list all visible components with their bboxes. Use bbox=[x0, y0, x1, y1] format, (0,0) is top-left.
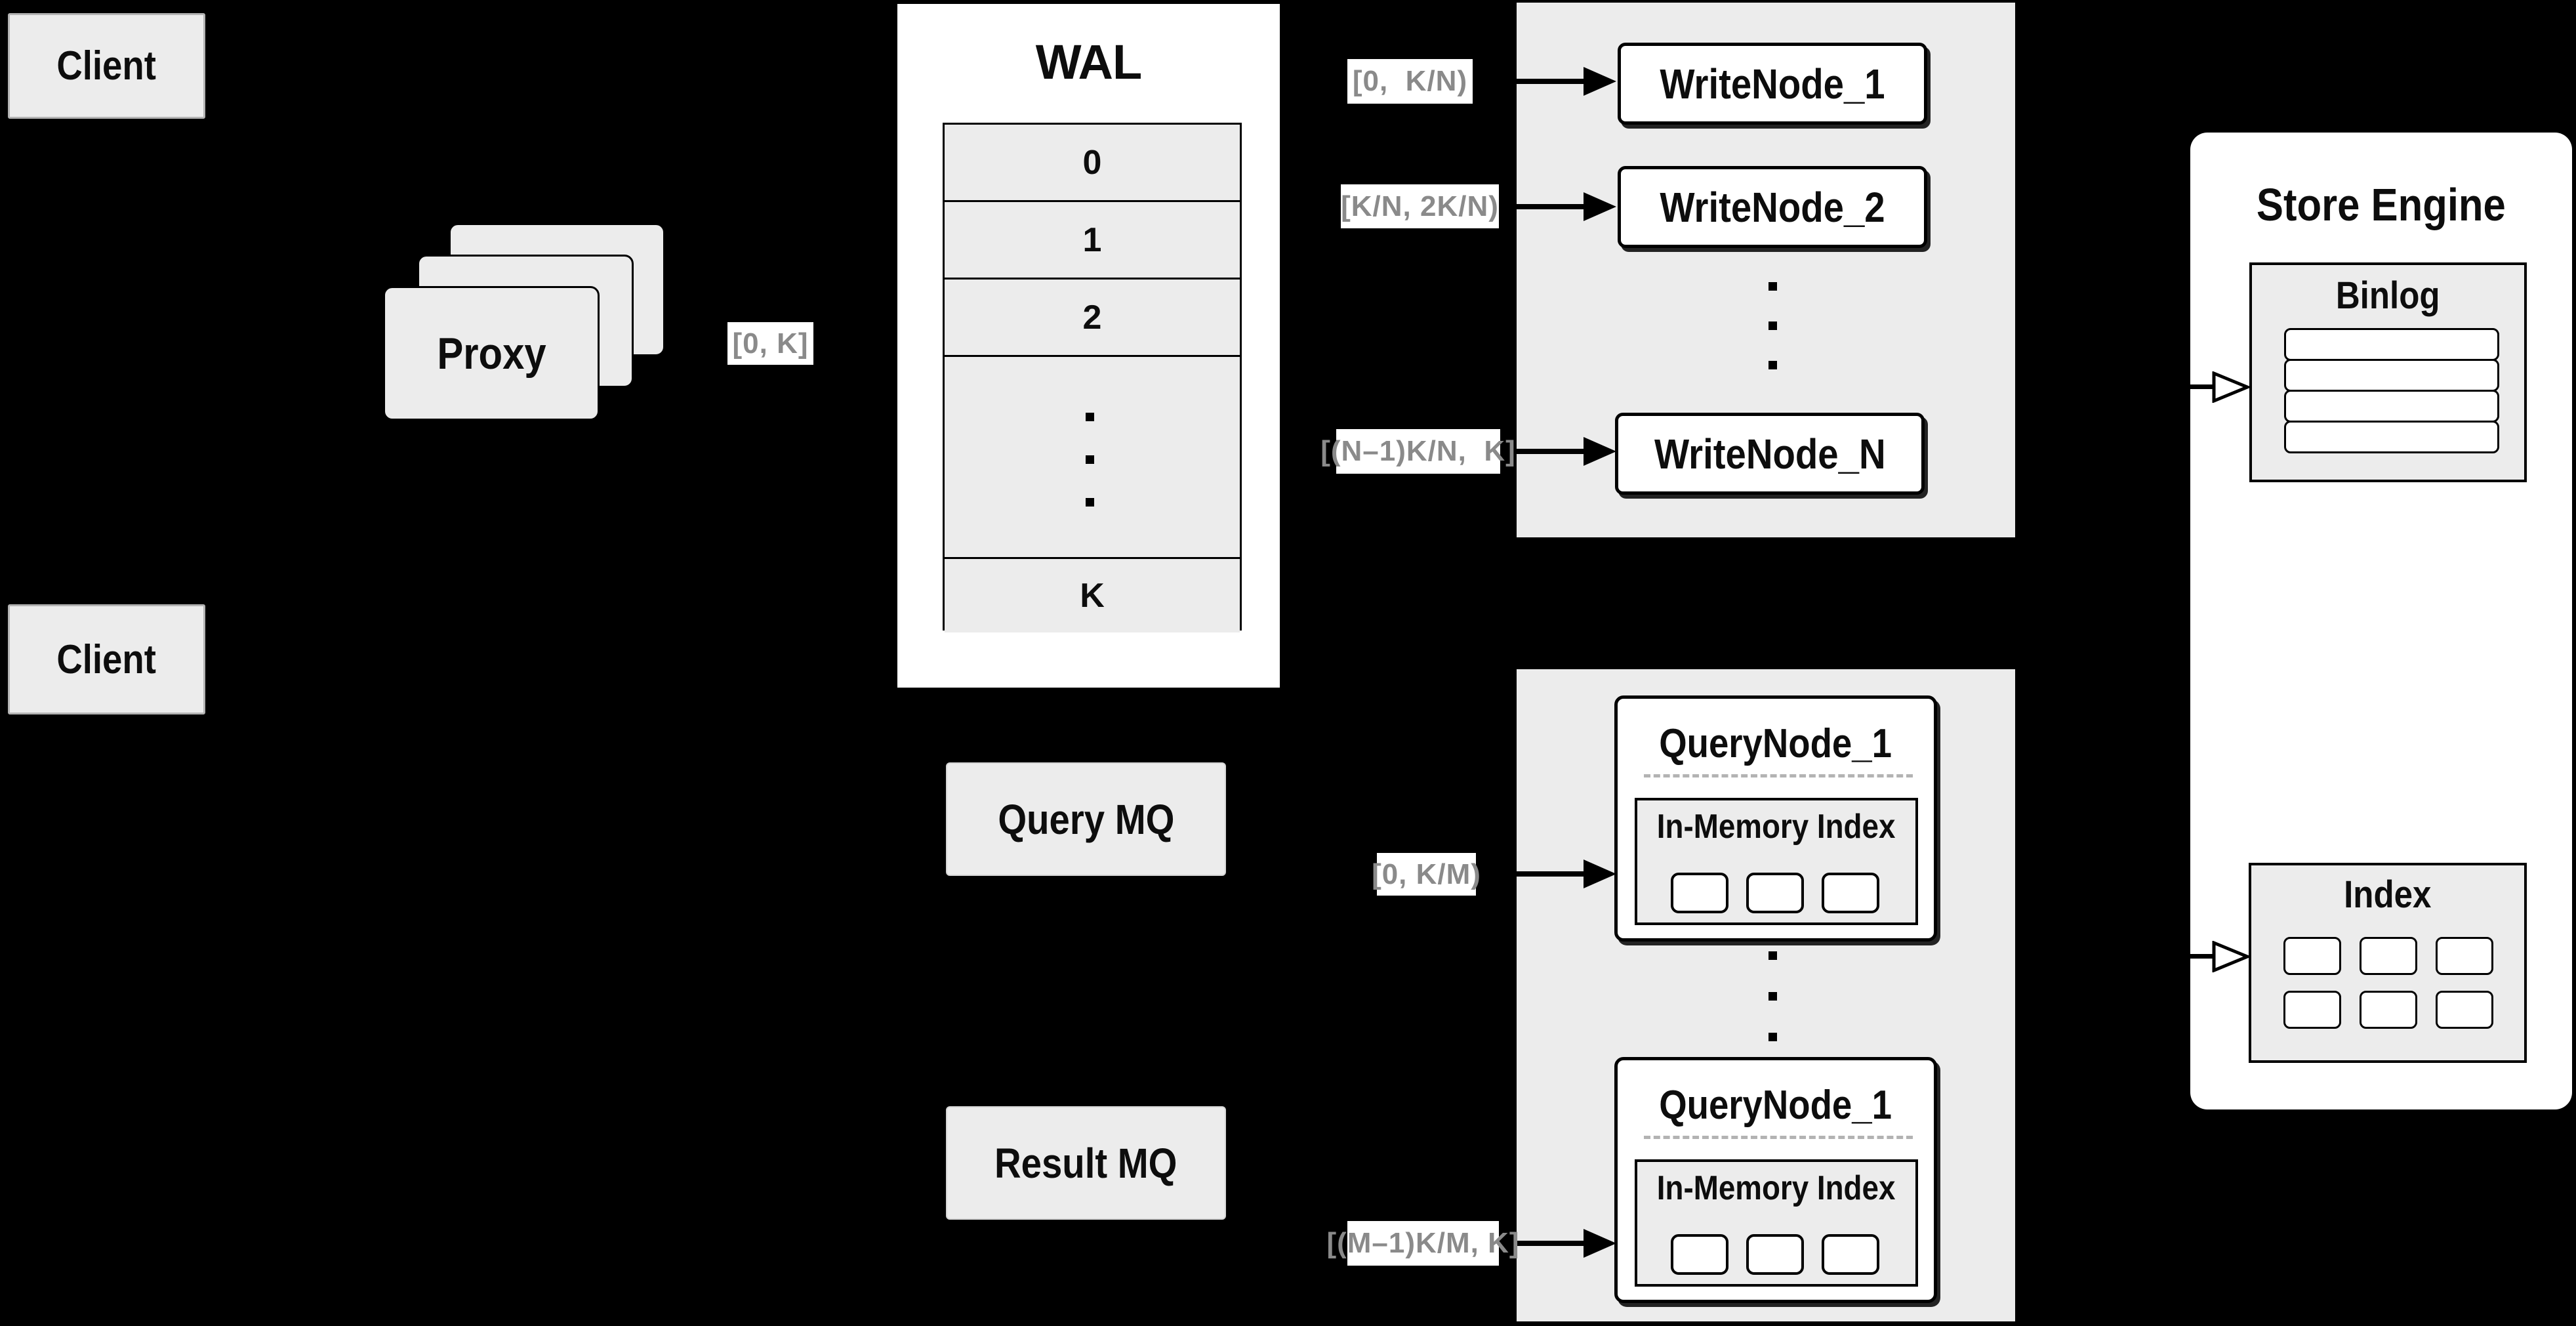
vertical-ellipsis bbox=[1768, 1033, 1777, 1041]
client-bottom-box: Client bbox=[8, 604, 205, 715]
in-memory-index-top-label: In-Memory Index bbox=[1657, 808, 1896, 846]
client-top-label: Client bbox=[56, 43, 157, 89]
writenode-2-box: WriteNode_2 bbox=[1618, 166, 1927, 248]
client-bottom-label: Client bbox=[56, 636, 157, 682]
query-range-label-1: [0, K/M) bbox=[1372, 853, 1481, 896]
index-segment-cell bbox=[1671, 873, 1728, 913]
index-segment-cell bbox=[1746, 873, 1804, 913]
binlog-title: Binlog bbox=[2336, 274, 2440, 317]
arrow-to-index bbox=[2190, 954, 2215, 959]
binlog-row bbox=[2284, 421, 2499, 453]
writenode-n-label: WriteNode_N bbox=[1654, 430, 1886, 478]
wal-segment-1: 1 bbox=[1082, 220, 1102, 259]
in-memory-index-box-top: In-Memory Index bbox=[1635, 798, 1918, 925]
vertical-ellipsis bbox=[1768, 361, 1777, 369]
arrowhead-icon bbox=[1584, 437, 1616, 466]
index-segment-cell bbox=[1822, 873, 1879, 913]
client-top-box: Client bbox=[8, 13, 205, 119]
dashed-divider bbox=[1644, 774, 1913, 777]
writenode-n-box: WriteNode_N bbox=[1615, 413, 1925, 495]
store-engine-panel: Store Engine Binlog Index bbox=[2190, 133, 2572, 1109]
query-mq-label: Query MQ bbox=[997, 795, 1175, 843]
vertical-ellipsis bbox=[1768, 321, 1777, 330]
binlog-row bbox=[2284, 328, 2499, 361]
wal-segment-k: K bbox=[1080, 577, 1105, 615]
index-title: Index bbox=[2344, 873, 2432, 916]
result-mq-label: Result MQ bbox=[994, 1139, 1177, 1187]
index-segment-cell bbox=[1822, 1234, 1879, 1275]
wal-segment-row: 2 bbox=[945, 280, 1240, 357]
vertical-ellipsis bbox=[1086, 455, 1094, 464]
result-mq-box: Result MQ bbox=[946, 1106, 1226, 1220]
open-arrowhead-icon bbox=[2212, 941, 2250, 972]
wal-segment-2: 2 bbox=[1082, 298, 1102, 337]
arrow-to-writenode-n bbox=[1499, 449, 1585, 454]
writenode-2-label: WriteNode_2 bbox=[1660, 183, 1885, 231]
query-range-label-2: [(M–1)K/M, K] bbox=[1326, 1221, 1519, 1266]
querynode-bottom-box: QueryNode_1 In-Memory Index bbox=[1614, 1057, 1937, 1303]
write-range-label-1: [0, K/N) bbox=[1347, 59, 1473, 104]
write-range-label-2: [K/N, 2K/N) bbox=[1341, 184, 1499, 228]
dashed-divider bbox=[1644, 1136, 1913, 1139]
wal-segment-row: 0 bbox=[945, 125, 1240, 202]
wal-title: WAL bbox=[1035, 34, 1142, 89]
index-segment-cell bbox=[1671, 1234, 1728, 1275]
arrow-to-querynode-2 bbox=[1498, 1241, 1585, 1246]
proxy-card-front: Proxy bbox=[383, 286, 600, 421]
proxy-range-label: [0, K] bbox=[727, 322, 813, 365]
binlog-row bbox=[2284, 390, 2499, 423]
query-mq-box: Query MQ bbox=[946, 762, 1226, 876]
querynode-bottom-label: QueryNode_1 bbox=[1659, 1082, 1892, 1128]
arrowhead-icon bbox=[1584, 1229, 1616, 1258]
index-cell bbox=[2360, 937, 2417, 975]
arrow-to-writenode-2 bbox=[1498, 204, 1585, 209]
wal-segment-row: 1 bbox=[945, 202, 1240, 280]
binlog-box: Binlog bbox=[2249, 262, 2527, 482]
wal-ellipsis-row bbox=[945, 357, 1240, 559]
in-memory-index-box-bottom: In-Memory Index bbox=[1635, 1159, 1918, 1287]
index-box: Index bbox=[2249, 863, 2527, 1063]
wal-panel: WAL 0 1 2 K bbox=[897, 4, 1280, 688]
vertical-ellipsis bbox=[1086, 413, 1094, 421]
index-cell bbox=[2436, 991, 2493, 1029]
arrowhead-icon bbox=[1584, 67, 1616, 96]
in-memory-index-bottom-label: In-Memory Index bbox=[1657, 1169, 1896, 1207]
write-range-label-3: [(N–1)K/N, K] bbox=[1320, 429, 1515, 474]
writenode-1-box: WriteNode_1 bbox=[1618, 43, 1927, 125]
vertical-ellipsis bbox=[1768, 282, 1777, 291]
arrowhead-icon bbox=[1584, 192, 1616, 221]
vertical-ellipsis bbox=[1768, 951, 1777, 960]
arrow-to-binlog bbox=[2190, 384, 2215, 389]
querynode-top-box: QueryNode_1 In-Memory Index bbox=[1614, 695, 1937, 942]
index-cell bbox=[2436, 937, 2493, 975]
index-cell bbox=[2283, 991, 2341, 1029]
open-arrowhead-icon bbox=[2212, 371, 2250, 403]
vertical-ellipsis bbox=[1086, 498, 1094, 507]
querynode-top-label: QueryNode_1 bbox=[1659, 720, 1892, 766]
index-cell bbox=[2360, 991, 2417, 1029]
vertical-ellipsis bbox=[1768, 992, 1777, 1001]
proxy-label: Proxy bbox=[436, 328, 546, 379]
store-engine-title: Store Engine bbox=[2257, 179, 2506, 230]
wal-segment-0: 0 bbox=[1082, 143, 1102, 182]
wal-segment-table: 0 1 2 K bbox=[943, 123, 1242, 632]
writenode-1-label: WriteNode_1 bbox=[1660, 60, 1885, 108]
arrow-to-querynode-1 bbox=[1475, 871, 1585, 877]
arrowhead-icon bbox=[1584, 860, 1616, 888]
index-segment-cell bbox=[1746, 1234, 1804, 1275]
wal-segment-row: K bbox=[945, 559, 1240, 632]
arrow-to-writenode-1 bbox=[1471, 79, 1585, 84]
binlog-row bbox=[2284, 359, 2499, 392]
index-cell bbox=[2283, 937, 2341, 975]
